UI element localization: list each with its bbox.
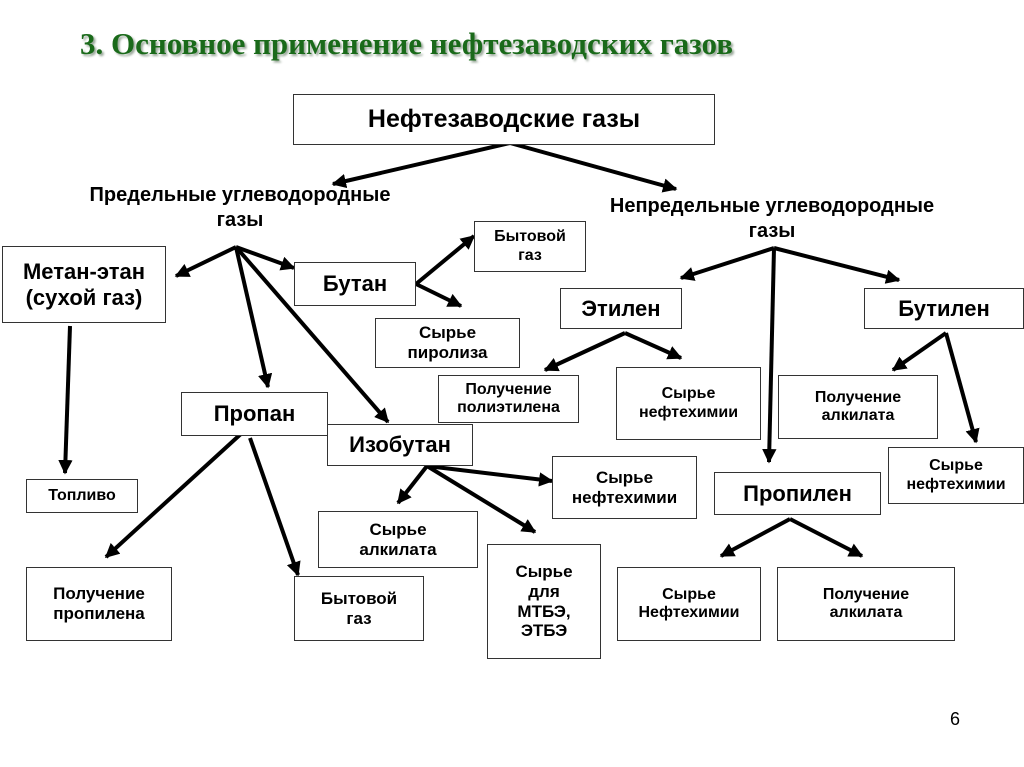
arrow-root-to-saturated: [331, 141, 511, 189]
arrow-root-to-unsaturated: [509, 141, 678, 193]
arrow-propylene-to-petrochem: [719, 517, 791, 558]
node-butane-pyrolysis-feed: Сырье пиролиза: [375, 318, 520, 368]
arrow-propylene-to-alkylate: [789, 517, 864, 558]
node-propylene-production: Получение пропилена: [26, 567, 172, 641]
node-fuel: Топливо: [26, 479, 138, 513]
arrow-butane-to-pyrolysis: [415, 282, 463, 308]
node-butane-household-gas: Бытовой газ: [474, 221, 586, 272]
node-butylene-alkylate-production: Получение алкилата: [778, 375, 938, 439]
arrow-saturated-to-methane: [174, 245, 237, 278]
arrow-isobutane-to-mtbe: [425, 464, 537, 534]
arrow-ethylene-to-polyethylene: [543, 331, 626, 372]
node-butylene-petrochem-feed: Сырье нефтехимии: [888, 447, 1024, 504]
node-isobutane-mtbe-feed: Сырье для МТБЭ, ЭТБЭ: [487, 544, 601, 659]
arrow-unsaturated-to-ethylene: [679, 246, 775, 281]
node-propylene: Пропилен: [714, 472, 881, 515]
node-refinery-gases: Нефтезаводские газы: [293, 94, 715, 145]
node-butylene: Бутилен: [864, 288, 1024, 329]
node-propylene-petrochem-feed: Сырье Нефтехимии: [617, 567, 761, 641]
arrow-unsaturated-to-butylene: [773, 246, 901, 284]
arrow-isobutane-to-alkylate: [396, 464, 429, 505]
label-saturated-gases: Предельные углеводородные газы: [89, 184, 391, 231]
node-ethylene: Этилен: [560, 288, 682, 329]
arrow-methane-to-fuel: [58, 325, 73, 475]
arrow-saturated-to-isobutane: [234, 245, 390, 424]
arrow-propane-to-household: [248, 437, 301, 577]
node-butane: Бутан: [294, 262, 416, 306]
node-propane: Пропан: [181, 392, 328, 436]
node-ethylene-petrochem-feed: Сырье нефтехимии: [616, 367, 761, 440]
slide-title: 3. Основное применение нефтезаводских га…: [80, 26, 734, 61]
node-isobutane-alkylate-feed: Сырье алкилата: [318, 511, 478, 568]
arrow-butane-to-household: [414, 234, 476, 286]
node-isobutane: Изобутан: [327, 424, 473, 466]
arrow-butylene-to-petrochem: [944, 332, 980, 444]
arrow-saturated-to-propane: [234, 246, 273, 389]
arrow-ethylene-to-petrochem: [624, 331, 683, 360]
arrow-saturated-to-butane: [235, 245, 296, 271]
node-polyethylene-production: Получение полиэтилена: [438, 375, 579, 423]
arrow-propane-to-propylene-prod: [104, 430, 245, 559]
node-isobutane-petrochem-feed: Сырье нефтехимии: [552, 456, 697, 519]
node-methane-ethane: Метан-этан (сухой газ): [2, 246, 166, 323]
node-propane-household-gas: Бытовой газ: [294, 576, 424, 641]
label-unsaturated-gases: Непредельные углеводородные газы: [609, 195, 935, 242]
page-number: 6: [950, 709, 961, 729]
arrow-isobutane-to-petrochem: [426, 464, 554, 487]
node-propylene-alkylate-production: Получение алкилата: [777, 567, 955, 641]
arrow-unsaturated-to-propylene: [762, 247, 777, 464]
arrow-butylene-to-alkylate: [891, 331, 948, 372]
